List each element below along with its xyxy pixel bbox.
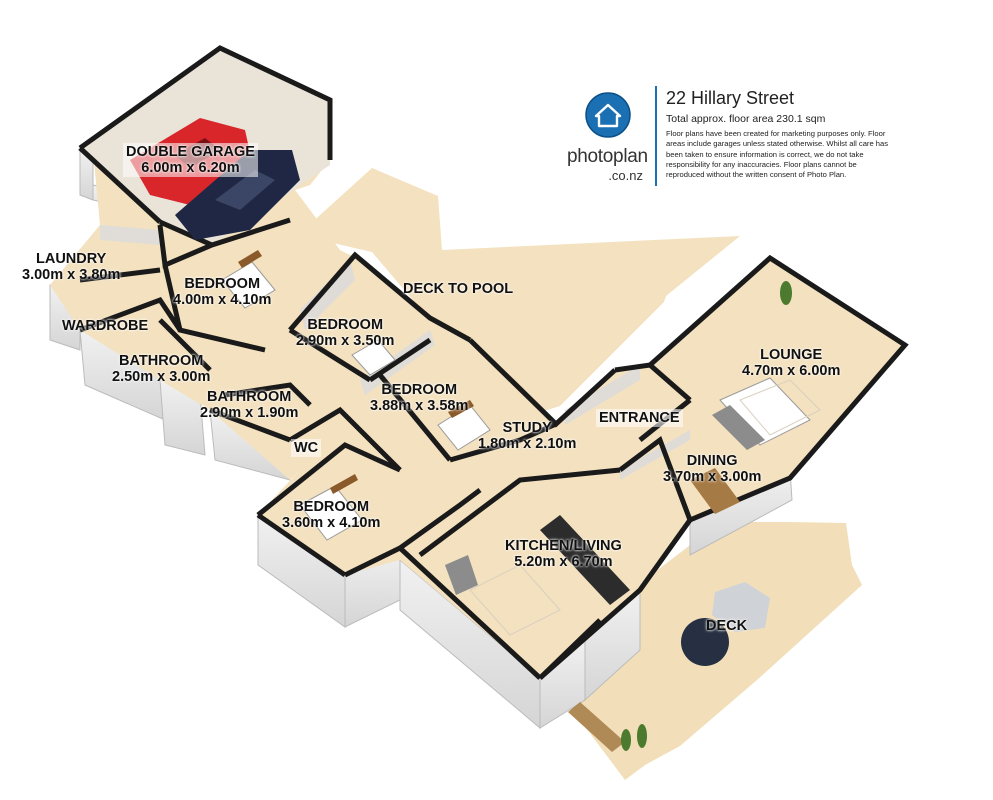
- room-name: WC: [294, 440, 319, 456]
- room-dimensions: 4.00m x 4.10m: [173, 292, 272, 308]
- room-name: LAUNDRY: [36, 251, 107, 267]
- room-label-lounge: LOUNGE 4.70m x 6.00m: [742, 347, 840, 379]
- photoplan-logo: photoplan .co.nz: [567, 88, 648, 192]
- plant-icon: [621, 281, 792, 751]
- room-name: LOUNGE: [760, 347, 823, 363]
- divider: [655, 86, 657, 186]
- room-dimensions: 2.50m x 3.00m: [112, 369, 211, 385]
- room-name: BEDROOM: [293, 499, 370, 515]
- room-name: BEDROOM: [307, 317, 384, 333]
- property-info: 22 Hillary Street Total approx. floor ar…: [666, 88, 896, 180]
- room-label-entrance: ENTRANCE: [596, 409, 683, 427]
- room-name: BATHROOM: [207, 389, 292, 405]
- outdoor-table-icon: [681, 618, 729, 666]
- room-name: WARDROBE: [62, 318, 149, 334]
- room-label-deck-to-pool: DECK TO POOL: [403, 281, 513, 297]
- room-label-bedroom-1: BEDROOM 4.00m x 4.10m: [173, 276, 271, 308]
- room-name: DECK TO POOL: [403, 281, 514, 297]
- room-name: DINING: [686, 453, 738, 469]
- room-label-bedroom-3: BEDROOM 3.88m x 3.58m: [370, 382, 468, 414]
- room-label-bathroom-1: BATHROOM 2.50m x 3.00m: [112, 353, 210, 385]
- room-name: DOUBLE GARAGE: [126, 144, 255, 160]
- room-name: BEDROOM: [184, 276, 261, 292]
- room-label-bedroom-4: BEDROOM 3.60m x 4.10m: [282, 499, 380, 531]
- room-dimensions: 3.88m x 3.58m: [370, 398, 469, 414]
- house-icon: [585, 92, 631, 138]
- walls: [78, 45, 909, 680]
- disclaimer: Floor plans have been created for market…: [666, 129, 889, 180]
- room-label-bedroom-2: BEDROOM 2.90m x 3.50m: [296, 317, 394, 349]
- room-name: KITCHEN/LIVING: [505, 538, 622, 554]
- bed-icon: [221, 261, 811, 541]
- room-name: BATHROOM: [119, 353, 204, 369]
- kitchen-island-icon: [540, 515, 630, 605]
- bed-headboard-icon: [238, 250, 474, 494]
- room-name: DECK: [706, 618, 748, 634]
- room-dimensions: 4.70m x 6.00m: [742, 363, 841, 379]
- room-label-deck: DECK: [706, 618, 747, 634]
- sofa-icon: [445, 405, 765, 595]
- room-name: STUDY: [502, 420, 552, 436]
- floor-area: Total approx. floor area 230.1 sqm: [666, 113, 826, 125]
- room-dimensions: 3.70m x 3.00m: [663, 469, 762, 485]
- navy-car-icon: [175, 150, 300, 240]
- room-label-study: STUDY 1.80m x 2.10m: [478, 420, 576, 452]
- room-label-dining: DINING 3.70m x 3.00m: [663, 453, 761, 485]
- room-label-wardrobe: WARDROBE: [62, 318, 148, 334]
- room-dimensions: 1.80m x 2.10m: [478, 436, 577, 452]
- room-label-bathroom-2: BATHROOM 2.90m x 1.90m: [200, 389, 298, 421]
- bench-icon: [568, 702, 625, 752]
- umbrella-icon: [712, 582, 770, 632]
- deck-to-pool-area: [298, 168, 740, 420]
- room-dimensions: 2.90m x 1.90m: [200, 405, 299, 421]
- room-label-laundry: LAUNDRY 3.00m x 3.80m: [22, 251, 120, 283]
- room-label-wc: WC: [291, 439, 322, 457]
- room-name: ENTRANCE: [599, 410, 680, 426]
- room-dimensions: 3.60m x 4.10m: [282, 515, 381, 531]
- room-label-garage: DOUBLE GARAGE 6.00m x 6.20m: [123, 143, 258, 177]
- room-dimensions: 2.90m x 3.50m: [296, 333, 395, 349]
- room-dimensions: 6.00m x 6.20m: [141, 160, 240, 176]
- room-label-kitchen-living: KITCHEN/LIVING 5.20m x 6.70m: [505, 538, 622, 570]
- brand-name: photoplan: [567, 146, 648, 167]
- room-dimensions: 3.00m x 3.80m: [22, 267, 121, 283]
- property-address: 22 Hillary Street: [666, 88, 795, 108]
- brand-domain: .co.nz: [608, 168, 643, 183]
- dining-table-icon: [690, 468, 740, 514]
- rug-icon: [469, 379, 821, 636]
- room-dimensions: 5.20m x 6.70m: [514, 554, 613, 570]
- room-name: BEDROOM: [381, 382, 458, 398]
